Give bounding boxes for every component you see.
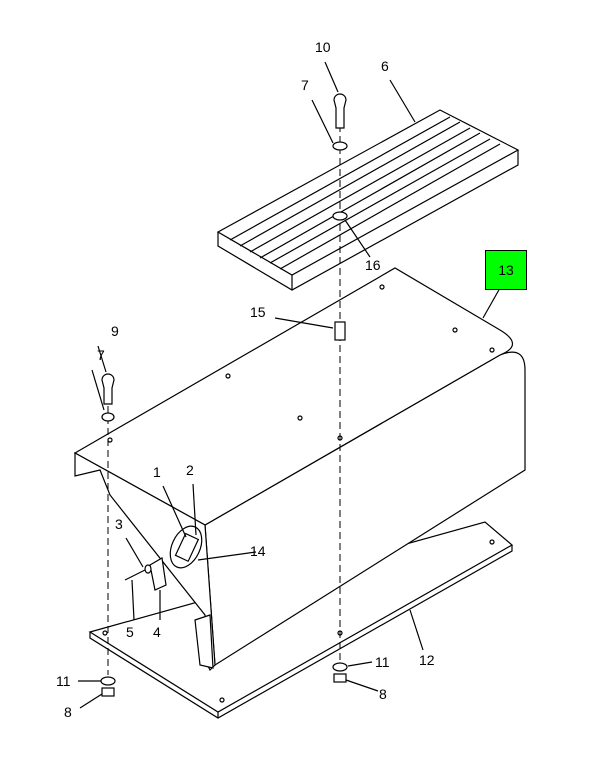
leader-lines: [78, 61, 501, 709]
housing: [73, 267, 526, 672]
callout-9: 9: [111, 323, 119, 339]
callout-16: 16: [365, 257, 381, 273]
callout-7-top: 7: [301, 77, 309, 93]
callout-3: 3: [115, 516, 123, 532]
callout-14: 14: [250, 543, 266, 559]
fasteners: [100, 93, 348, 697]
callout-11-left: 11: [56, 673, 71, 689]
callout-7-left: 7: [97, 347, 105, 363]
callout-12: 12: [419, 652, 435, 668]
callout-4: 4: [153, 624, 161, 640]
callout-1: 1: [153, 464, 161, 480]
callout-10: 10: [315, 39, 331, 55]
callout-5: 5: [126, 624, 134, 640]
callout-6: 6: [381, 58, 389, 74]
heat-sink: [216, 109, 520, 291]
callout-11-right: 11: [375, 654, 390, 670]
callout-13-highlighted[interactable]: 13: [485, 250, 527, 290]
callout-8-left: 8: [64, 704, 72, 720]
callout-2: 2: [186, 462, 194, 478]
callout-13: 13: [498, 262, 514, 278]
callout-8-right: 8: [379, 686, 387, 702]
callout-15: 15: [250, 304, 266, 320]
